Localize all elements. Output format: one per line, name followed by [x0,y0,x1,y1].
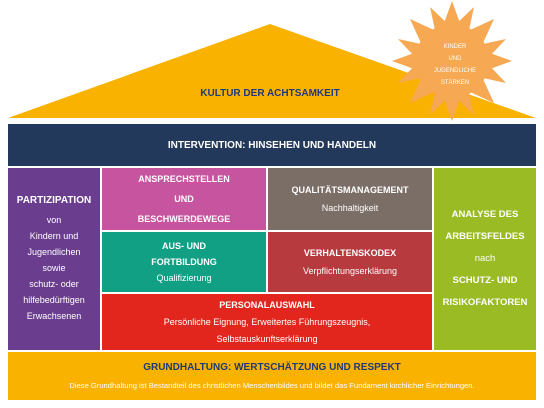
sun-icon [392,1,512,121]
roof-title: KULTUR DER ACHTSAMKEIT [200,88,340,99]
ansprech-line-3: BESCHWERDEWEGE [137,214,231,224]
partizipation-line: von [46,214,62,225]
fortbildung-box: AUS- UND FORTBILDUNG Qualifizierung [102,232,266,292]
partizipation-line: hilfebedürftigen [23,294,85,305]
personal-line-1: Persönliche Eignung, Erweitertes Führung… [163,316,371,327]
sun-line-3: JUGENDLICHE [433,68,477,74]
partizipation-line: Kindern und [29,230,79,241]
analyse-line: ANALYSE DES [451,209,519,220]
aus-sub: Qualifizierung [156,273,212,283]
grundhaltung-foundation: GRUNDHALTUNG: WERTSCHÄTZUNG UND RESPEKT … [8,352,536,400]
partizipation-line: Jugendlichen [27,246,81,257]
personalauswahl-box: PERSONALAUSWAHL Persönliche Eignung, Erw… [102,294,432,350]
aus-line-1: AUS- UND [162,241,206,251]
partizipation-line: schutz- oder [29,278,79,289]
intervention-bar: INTERVENTION: HINSEHEN UND HANDELN [8,124,536,166]
grund-title: GRUNDHALTUNG: WERTSCHÄTZUNG UND RESPEKT [143,362,401,373]
ansprechstellen-box: ANSPRECHSTELLEN UND BESCHWERDEWEGE [102,168,266,230]
sun-line-2: UND [448,56,462,62]
personal-line-2: Selbstauskunftserklärung [216,333,318,344]
ansprech-line-2: UND [174,194,194,204]
intervention-title: INTERVENTION: HINSEHEN UND HANDELN [167,139,377,151]
analyse-line: RISIKOFAKTOREN [442,297,528,308]
verhalten-sub: Verpflichtungserklärung [302,266,398,276]
qualitaet-sub: Nachhaltigkeit [321,203,379,213]
sun-label: KINDER UND JUGENDLICHE STÄRKEN [420,41,490,89]
verhalten-title: VERHALTENSKODEX [303,248,397,258]
roof-shape [8,24,536,118]
aus-line-2: FORTBILDUNG [151,257,217,267]
partizipation-pillar: PARTIZIPATION von Kindern und Jugendlich… [8,168,100,350]
analyse-line: nach [474,253,496,264]
analyse-pillar: ANALYSE DES ARBEITSFELDES nach SCHUTZ- U… [434,168,536,350]
grund-text: Diese Grundhaltung ist Bestandteil des c… [69,381,475,390]
ansprech-line-1: ANSPRECHSTELLEN [138,174,230,184]
qualitaet-title: QUALITÄTSMANAGEMENT [291,185,409,195]
partizipation-line: Erwachsenen [26,310,82,321]
personal-title: PERSONALAUSWAHL [219,299,315,310]
partizipation-title: PARTIZIPATION [16,194,92,206]
sun-line-4: STÄRKEN [440,80,470,86]
qualitaetsmanagement-box: QUALITÄTSMANAGEMENT Nachhaltigkeit [268,168,432,230]
verhaltenskodex-box: VERHALTENSKODEX Verpflichtungserklärung [268,232,432,292]
partizipation-line: sowie [42,262,66,273]
sun-line-1: KINDER [443,44,467,50]
analyse-line: SCHUTZ- UND [452,275,518,286]
analyse-line: ARBEITSFELDES [445,231,525,242]
